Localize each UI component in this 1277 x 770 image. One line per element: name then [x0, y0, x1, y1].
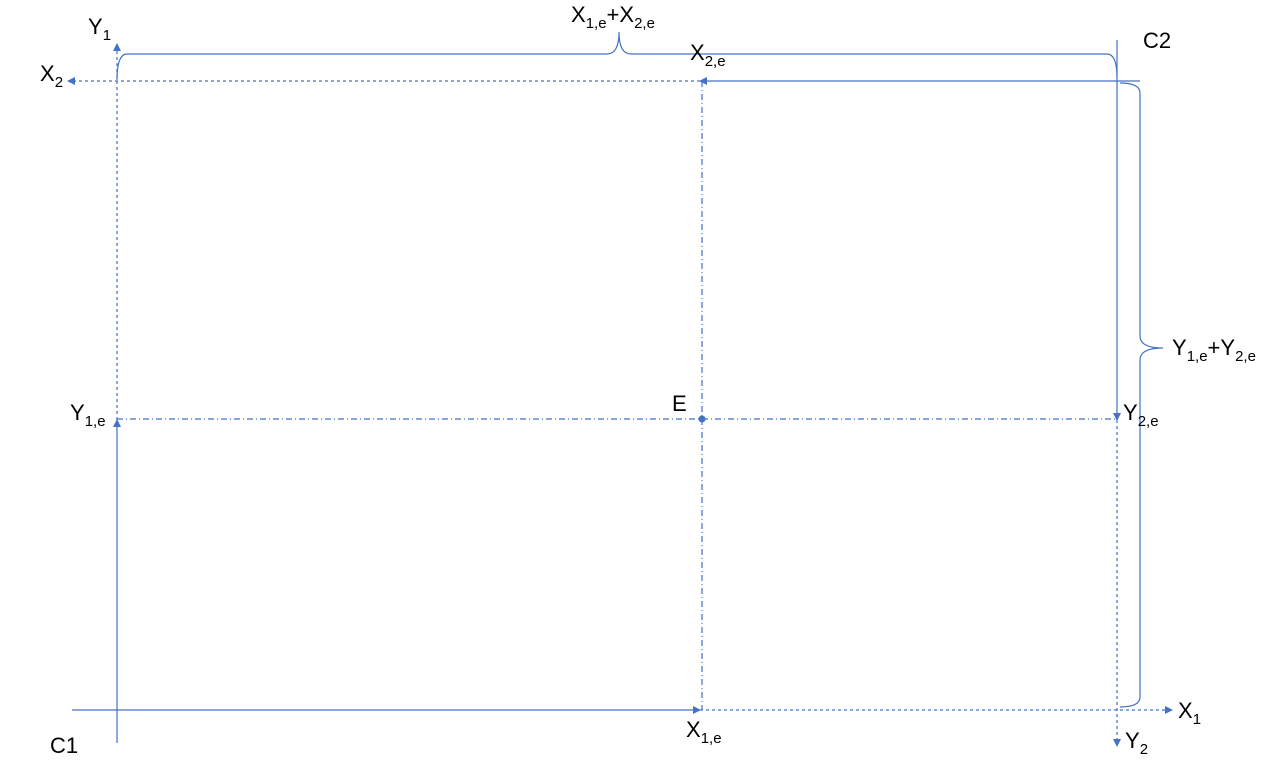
y2-axis-label: Y2 — [1125, 728, 1148, 758]
y1e-label: Y1,e — [70, 400, 106, 430]
y2e-label: Y2,e — [1123, 400, 1159, 430]
x-total-brace — [116, 31, 1118, 81]
x1-axis-label: X1 — [1178, 698, 1201, 728]
endowment-label: E — [672, 391, 687, 416]
c2-label: C2 — [1143, 28, 1171, 53]
y-total-label: Y1,e+Y2,e — [1172, 335, 1256, 365]
y1-axis-label: Y1 — [88, 14, 111, 44]
x2e-label: X2,e — [690, 40, 726, 70]
x2-axis-label: X2 — [40, 61, 63, 91]
x-total-label: X1,e+X2,e — [571, 2, 655, 32]
y-total-brace — [1119, 82, 1164, 708]
endowment-point — [698, 415, 706, 423]
c1-label: C1 — [50, 733, 78, 758]
x1e-label: X1,e — [686, 717, 722, 747]
